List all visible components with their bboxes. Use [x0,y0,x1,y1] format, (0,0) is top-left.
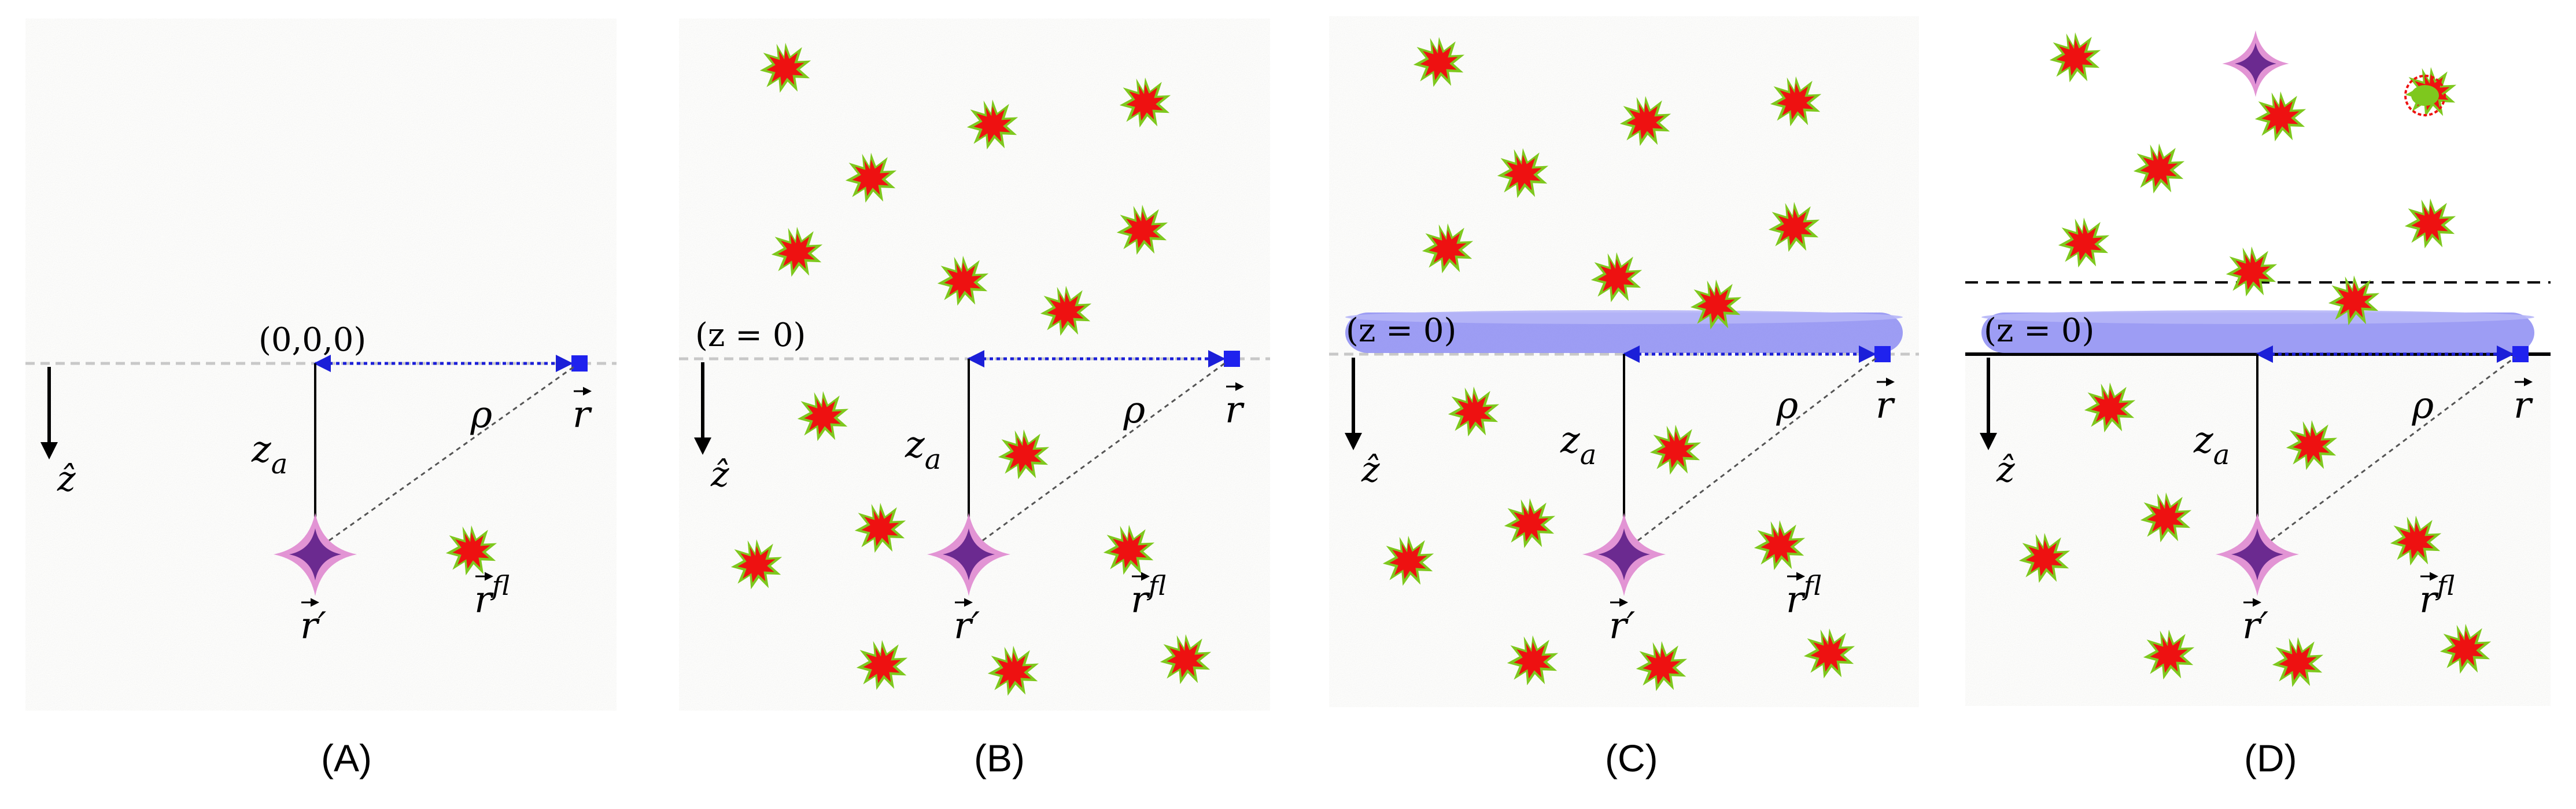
detector-position-label-text: r [2514,384,2533,427]
z-axis-label: ẑ [710,454,729,495]
source-detector-path [329,366,574,542]
rho-label: ρ [1123,389,1146,432]
source-position-label-prime: ′ [2260,605,2269,648]
panel-caption: (B) [974,737,1025,779]
origin-label: (z = 0) [695,317,806,354]
external-source-icon [2222,30,2289,97]
panel-caption: (D) [2244,737,2297,779]
depth-subscript: a [2213,439,2230,471]
depth-subscript: a [1580,439,1597,471]
origin-label: (z = 0) [1984,312,2094,350]
source-position-label: r′ [2242,598,2269,648]
source-position-label: r′ [954,598,980,648]
fluorophore-icon [2058,217,2110,268]
source-detector-path [1637,356,1877,542]
source-detector-path [2271,356,2515,542]
origin-label: (0,0,0) [259,321,366,359]
detector-position-label: r [573,387,592,436]
source-position-label-text: r′ [300,605,327,648]
depth-subscript: a [271,448,288,480]
fluorophore-icon [2049,32,2101,83]
rho-label: ρ [2412,384,2434,427]
source-position-label: r′ [300,598,327,648]
detector-position-label-text: r [573,394,592,436]
source-position-label-text: r′ [1609,605,1636,648]
fluorophore-icon [2226,246,2278,297]
detector-position-label: r [1225,382,1245,432]
rho-label: ρ [470,394,493,436]
external-fluorophore-icon [2404,75,2446,116]
fluorophore-icon [2133,143,2185,194]
source-position-label-prime: ′ [972,605,980,648]
depth-subscript: a [925,443,942,476]
detector-icon [571,355,588,372]
detector-position-label-text: r [1876,384,1895,427]
panel-caption: (C) [1605,737,1658,779]
origin-label: (z = 0) [1346,312,1456,350]
panel-caption: (A) [321,737,372,779]
detector-icon [2512,346,2529,362]
source-position-label: r′ [1609,598,1636,648]
detector-position-label-text: r [1225,389,1245,432]
detector-icon [1224,351,1240,367]
surface-layer-top [1345,310,1903,324]
source-position-label-prime: ′ [318,605,327,648]
detector-icon [1874,346,1891,362]
fluorophore-icon [2404,198,2456,249]
detector-position-label: r [1876,377,1895,427]
fluorophore-position-label-superscript: fl [1802,570,1822,601]
source-position-label-text: r′ [954,605,980,648]
source-position-label-text: r′ [2242,605,2269,648]
source-detector-path [982,361,1227,542]
z-axis-label: ẑ [57,459,76,499]
fluorophore-position-label-superscript: fl [2435,570,2455,601]
fluorophore-position-label-superscript: fl [1147,570,1167,601]
external-fluorophore-core [2411,85,2439,106]
detector-position-label: r [2514,377,2533,427]
z-axis-label: ẑ [1361,450,1380,490]
fluorophore-position-label-superscript: fl [490,570,510,601]
surface-layer-top [1981,310,2534,324]
source-position-label-prime: ′ [1627,605,1636,648]
fluorophore-icon [2254,91,2306,142]
z-axis-label: ẑ [1996,450,2015,490]
external-fluorophore-ring [2404,75,2446,116]
rho-label: ρ [1776,384,1799,427]
